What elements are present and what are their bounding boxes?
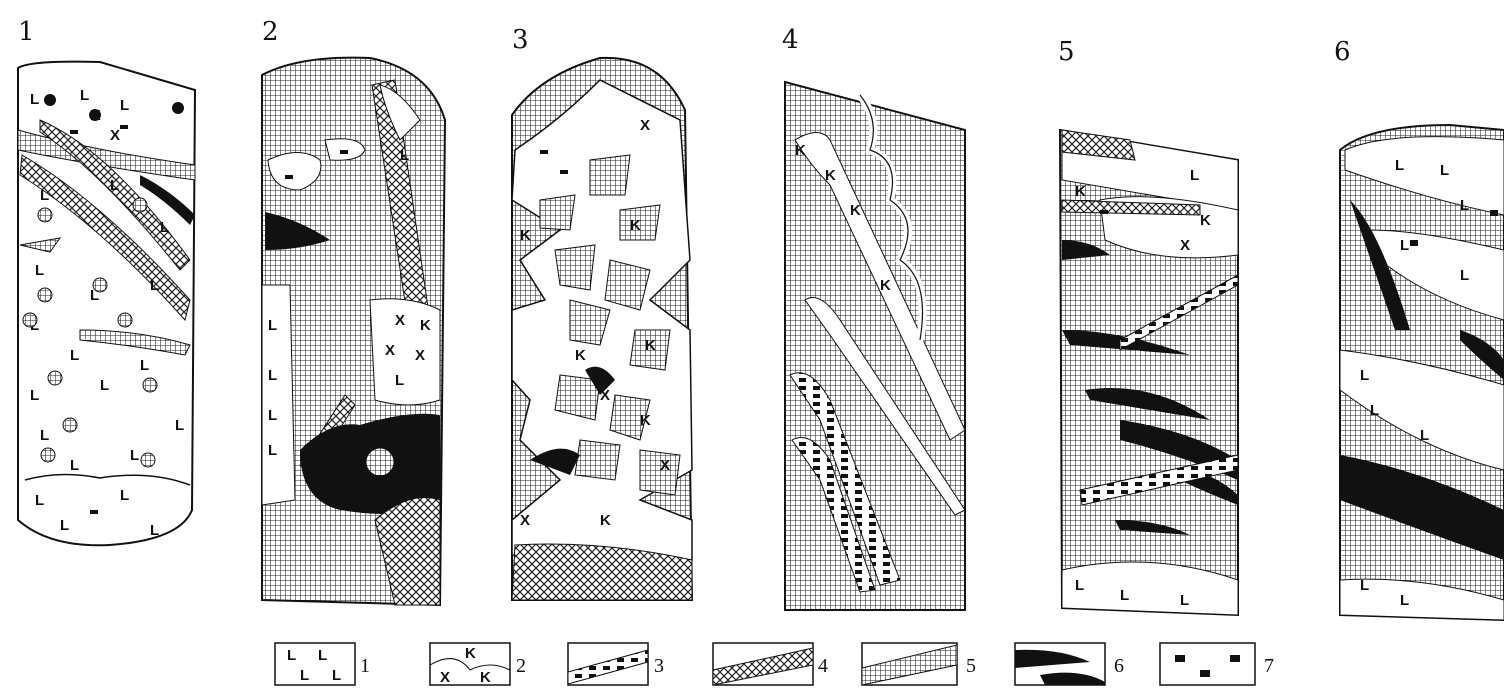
svg-text:X: X: [395, 312, 405, 329]
svg-text:L: L: [268, 442, 277, 459]
svg-text:L: L: [1400, 237, 1409, 254]
svg-text:X: X: [110, 127, 120, 144]
column-label-1: 1: [18, 17, 35, 47]
svg-text:L: L: [1190, 167, 1199, 184]
svg-text:X: X: [385, 342, 395, 359]
svg-text:L: L: [1400, 592, 1409, 609]
svg-text:L: L: [318, 647, 327, 664]
column-label-5: 5: [1058, 37, 1075, 67]
svg-text:L: L: [1360, 577, 1369, 594]
svg-text:L: L: [1370, 402, 1379, 419]
svg-text:L: L: [287, 647, 296, 664]
svg-text:L: L: [150, 522, 159, 539]
core-column-1: LL LL LL LL LL LL LL LL LL LL LL KX: [18, 62, 195, 546]
svg-text:L: L: [140, 357, 149, 374]
svg-text:L: L: [1460, 197, 1469, 214]
svg-text:K: K: [465, 645, 476, 662]
svg-text:L: L: [120, 97, 129, 114]
svg-text:L: L: [1180, 592, 1189, 609]
svg-text:X: X: [640, 117, 650, 134]
svg-text:X: X: [415, 347, 425, 364]
svg-text:L: L: [1420, 427, 1429, 444]
svg-text:K: K: [880, 277, 891, 294]
svg-text:L: L: [110, 177, 119, 194]
column-label-6: 6: [1334, 37, 1351, 67]
legend-item-4: 4: [713, 643, 828, 685]
svg-text:K: K: [1075, 183, 1086, 200]
core-column-6: L L L L L L L L L L: [1340, 125, 1504, 620]
svg-text:L: L: [332, 667, 341, 684]
svg-text:X: X: [600, 387, 610, 404]
legend-item-5: 5: [862, 643, 976, 685]
svg-text:L: L: [1360, 367, 1369, 384]
svg-text:L: L: [395, 372, 404, 389]
svg-text:L: L: [70, 347, 79, 364]
core-column-5: KL KX LL L: [1060, 130, 1238, 615]
svg-text:K: K: [420, 317, 431, 334]
legend-item-7: 7: [1160, 643, 1274, 685]
svg-text:L: L: [1460, 267, 1469, 284]
svg-text:L: L: [60, 517, 69, 534]
svg-text:L: L: [1120, 587, 1129, 604]
svg-text:X: X: [440, 669, 450, 686]
svg-text:K: K: [850, 202, 861, 219]
svg-text:L: L: [35, 492, 44, 509]
legend-item-6: 6: [1015, 643, 1124, 685]
svg-text:L: L: [1395, 157, 1404, 174]
svg-text:X: X: [1180, 237, 1190, 254]
svg-text:L: L: [268, 317, 277, 334]
svg-text:L: L: [400, 147, 409, 164]
svg-text:L: L: [40, 187, 49, 204]
svg-text:K: K: [575, 347, 586, 364]
legend-label-7: 7: [1264, 655, 1274, 677]
column-label-2: 2: [262, 17, 279, 47]
svg-text:L: L: [35, 262, 44, 279]
svg-text:L: L: [1075, 577, 1084, 594]
svg-text:K: K: [645, 337, 656, 354]
svg-text:L: L: [1440, 162, 1449, 179]
legend-label-4: 4: [818, 655, 828, 677]
svg-text:X: X: [520, 512, 530, 529]
column-label-4: 4: [782, 25, 799, 55]
svg-text:L: L: [70, 457, 79, 474]
svg-text:L: L: [100, 377, 109, 394]
svg-text:K: K: [520, 227, 531, 244]
svg-text:L: L: [40, 427, 49, 444]
svg-text:L: L: [120, 487, 129, 504]
svg-text:K: K: [640, 412, 651, 429]
svg-text:L: L: [160, 219, 169, 236]
svg-text:X: X: [660, 457, 670, 474]
svg-text:L: L: [175, 417, 184, 434]
column-label-3: 3: [512, 25, 529, 55]
svg-text:K: K: [795, 142, 806, 159]
legend-label-1: 1: [360, 655, 370, 677]
legend-label-6: 6: [1114, 655, 1124, 677]
svg-text:K: K: [600, 512, 611, 529]
legend-item-3: 3: [568, 643, 664, 685]
svg-text:L: L: [30, 91, 39, 108]
core-column-4: K K K K: [785, 82, 965, 610]
svg-text:K: K: [630, 217, 641, 234]
legend-label-2: 2: [516, 655, 526, 677]
svg-text:K: K: [825, 167, 836, 184]
svg-text:L: L: [30, 387, 39, 404]
legend-label-3: 3: [654, 655, 664, 677]
svg-text:L: L: [300, 667, 309, 684]
core-column-3: K K K K K K X X X X: [512, 58, 692, 600]
svg-text:L: L: [268, 407, 277, 424]
svg-text:L: L: [268, 367, 277, 384]
svg-text:L: L: [80, 87, 89, 104]
svg-text:L: L: [150, 277, 159, 294]
svg-text:K: K: [1200, 212, 1211, 229]
svg-text:L: L: [130, 447, 139, 464]
svg-text:K: K: [480, 669, 491, 686]
legend-label-5: 5: [966, 655, 976, 677]
legend-item-2: KX K 2: [430, 643, 526, 686]
